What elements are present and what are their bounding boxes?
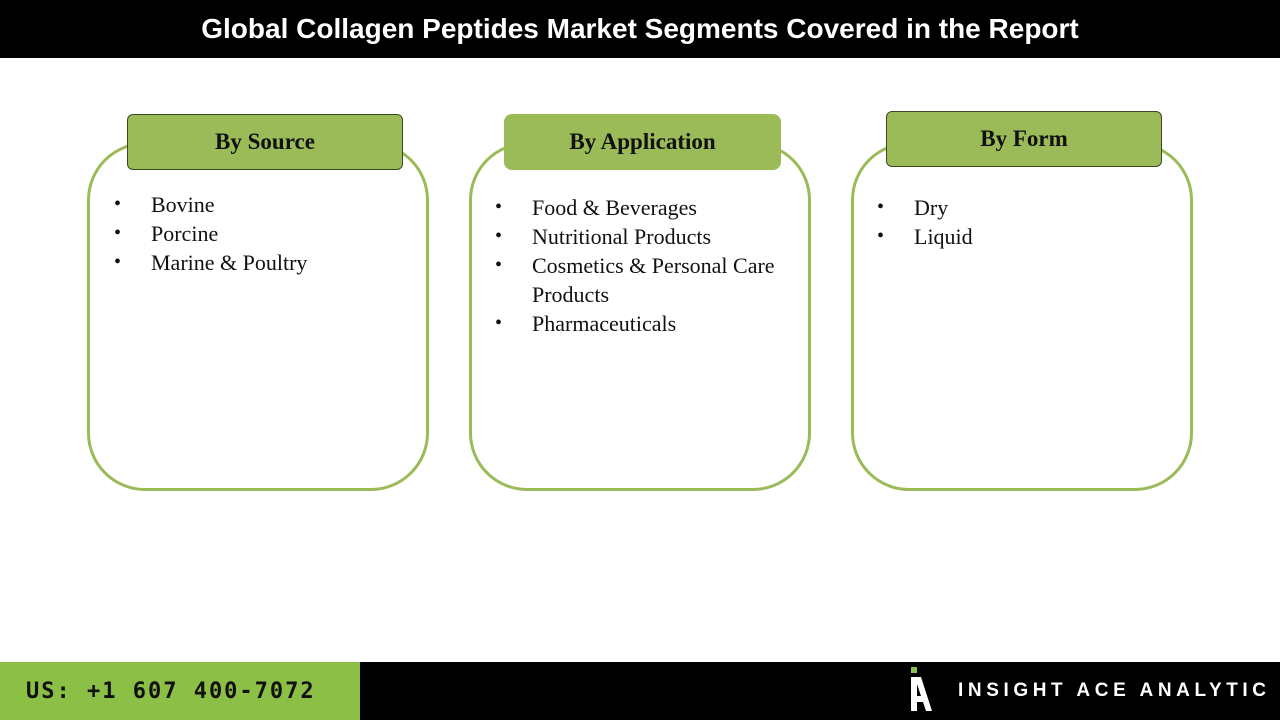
segment-tab-form: By Form [886, 111, 1162, 167]
list-item: Food & Beverages [495, 193, 785, 222]
list-item: Bovine [114, 190, 414, 219]
page-title: Global Collagen Peptides Market Segments… [0, 0, 1280, 58]
list-item: Marine & Poultry [114, 248, 414, 277]
footer-phone: US: +1 607 400-7072 [0, 662, 360, 720]
segment-list-form: Dry Liquid [877, 193, 1167, 251]
list-item: Cosmetics & Personal Care Products [495, 251, 785, 309]
list-item: Porcine [114, 219, 414, 248]
list-item: Nutritional Products [495, 222, 785, 251]
segment-list-source: Bovine Porcine Marine & Poultry [114, 190, 414, 277]
segment-list-application: Food & Beverages Nutritional Products Co… [495, 193, 785, 338]
footer-brand-bar: INSIGHT ACE ANALYTIC [360, 662, 1280, 720]
brand-name: INSIGHT ACE ANALYTIC [958, 680, 1271, 701]
list-item: Liquid [877, 222, 1167, 251]
list-item: Pharmaceuticals [495, 309, 785, 338]
list-item: Dry [877, 193, 1167, 222]
segment-tab-application: By Application [504, 114, 781, 170]
insight-ace-logo-icon [911, 667, 932, 711]
segment-tab-source: By Source [127, 114, 403, 170]
